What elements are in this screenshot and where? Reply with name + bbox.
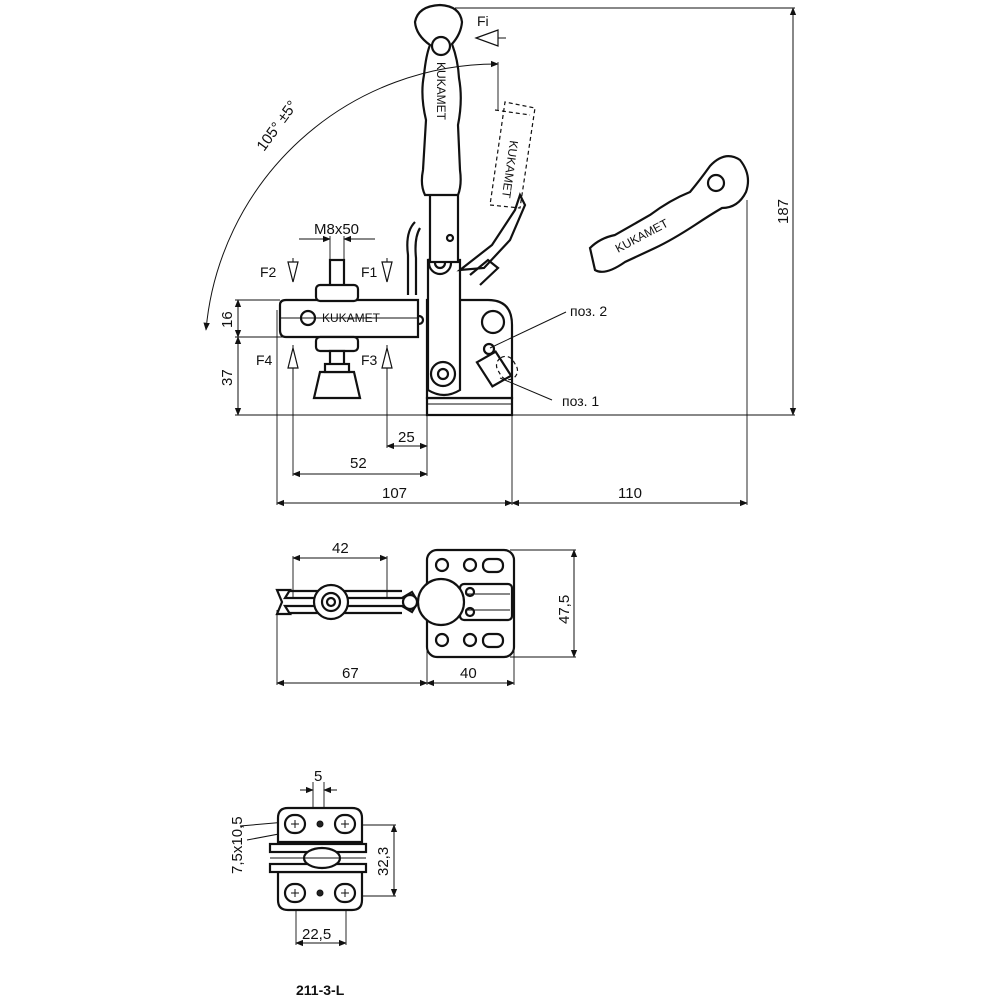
label-5: 5 — [314, 768, 322, 785]
label-f1: F1 — [361, 264, 378, 280]
label-slot: 7,5x10,5 — [229, 816, 246, 874]
length-dimensions: 25 52 107 110 — [276, 429, 748, 507]
label-pos1: поз. 1 — [562, 393, 599, 409]
arm-brand-mark: KUKAMET — [322, 311, 381, 325]
side-view: KUKAMET KUKAMET KUKAMET KUKAMET — [203, 3, 797, 507]
height-dimensions: 16 37 187 — [219, 7, 797, 416]
base-plate-bottom — [268, 806, 368, 912]
label-107: 107 — [382, 485, 407, 502]
side-view-extension-lines — [235, 7, 795, 505]
label-pos2: поз. 2 — [570, 303, 607, 319]
base-view-dimensions: 5 7,5x10,5 32,3 22,5 — [229, 768, 398, 947]
label-22-5: 22,5 — [302, 926, 331, 943]
position-callouts: поз. 2 поз. 1 — [489, 303, 607, 409]
label-47-5: 47,5 — [556, 595, 573, 624]
label-f2: F2 — [260, 264, 277, 280]
ghost-handle-brand-mark: KUKAMET — [499, 140, 521, 200]
label-32-3: 32,3 — [375, 847, 392, 876]
label-f3: F3 — [361, 352, 378, 368]
model-number: 211-3-L — [296, 982, 345, 998]
top-view-dimensions: 42 67 40 47,5 — [276, 540, 578, 687]
base-plate-side — [425, 396, 514, 417]
label-52: 52 — [350, 455, 367, 472]
label-42: 42 — [332, 540, 349, 557]
label-67: 67 — [342, 665, 359, 682]
handle-open-position: KUKAMET — [489, 101, 536, 209]
label-f4: F4 — [256, 352, 273, 368]
handle-released-position: KUKAMET — [588, 155, 750, 273]
arm-top — [275, 577, 514, 627]
base-view: 5 7,5x10,5 32,3 22,5 211-3-L — [229, 768, 398, 998]
label-16: 16 — [219, 311, 236, 328]
label-110: 110 — [618, 485, 642, 502]
label-25: 25 — [398, 429, 415, 446]
label-fi: Fi — [477, 13, 489, 29]
spindle-arm-side: KUKAMET — [278, 258, 420, 400]
label-40: 40 — [460, 665, 477, 682]
thread-dimension: M8x50 — [299, 221, 375, 260]
handle-side: KUKAMET — [413, 3, 464, 197]
top-view: 42 67 40 47,5 — [275, 540, 578, 687]
label-187: 187 — [775, 199, 792, 224]
label-37: 37 — [219, 369, 236, 386]
label-thread: M8x50 — [314, 221, 359, 238]
